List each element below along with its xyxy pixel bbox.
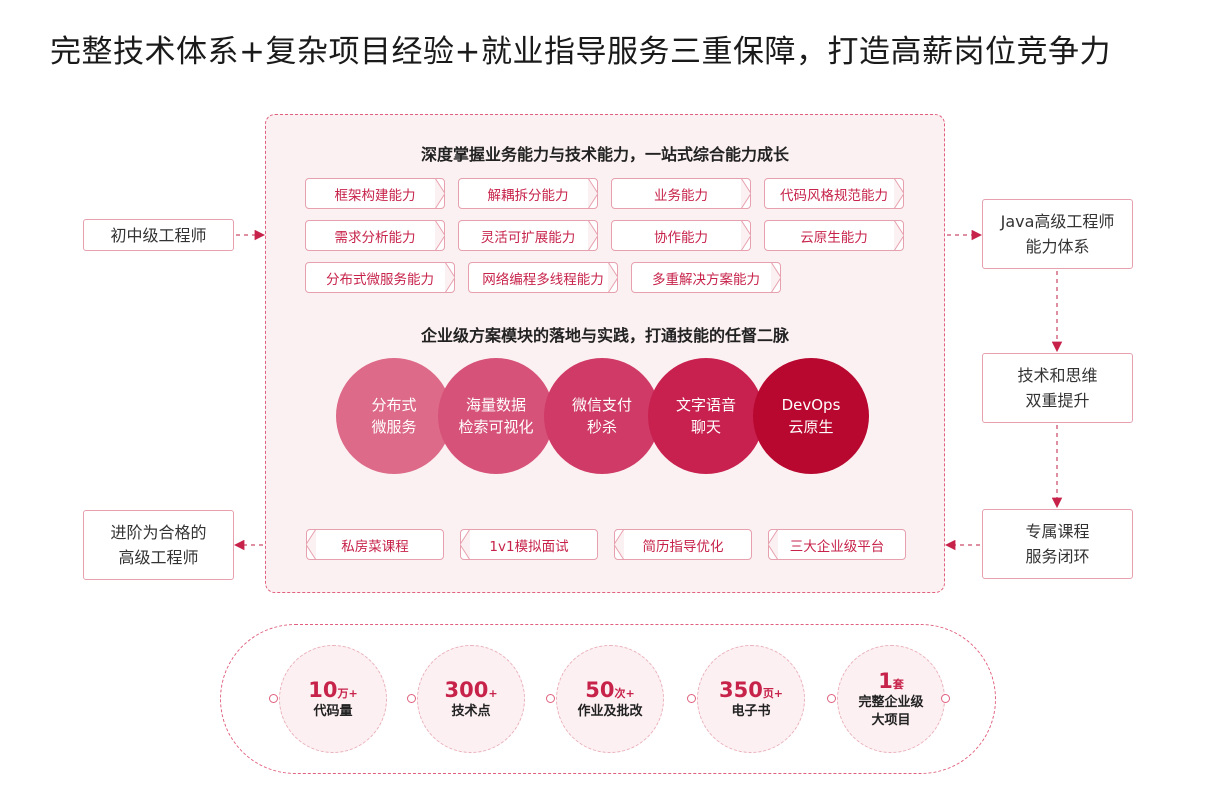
- tag-notch-icon: [741, 178, 751, 209]
- skill-tag: 灵活可扩展能力: [458, 220, 598, 251]
- tag-notch-icon: [435, 220, 445, 251]
- capability-system-box: Java高级工程师能力体系: [982, 199, 1133, 269]
- page-headline: 完整技术体系+复杂项目经验+就业指导服务三重保障，打造高薪岗位竞争力: [50, 34, 1111, 70]
- section-title-capabilities: 深度掌握业务能力与技术能力，一站式综合能力成长: [420, 145, 789, 164]
- stat-circle: 300+ 技术点: [417, 645, 525, 753]
- skill-tag: 需求分析能力: [305, 220, 445, 251]
- stat-circle: 10万+ 代码量: [279, 645, 387, 753]
- stat-circle: 50次+ 作业及批改: [556, 645, 664, 753]
- connector-dot: [687, 694, 696, 703]
- connector-dot: [941, 694, 950, 703]
- tag-notch-icon: [771, 262, 781, 293]
- start-level-box: 初中级工程师: [83, 219, 234, 251]
- connector-dot: [407, 694, 416, 703]
- connector-dot: [827, 694, 836, 703]
- skill-tag: 代码风格规范能力: [764, 178, 904, 209]
- connector-dot: [269, 694, 278, 703]
- tag-notch-icon: [741, 220, 751, 251]
- target-level-box: 进阶为合格的高级工程师: [83, 510, 234, 580]
- skill-tag: 多重解决方案能力: [631, 262, 781, 293]
- tag-notch-icon: [435, 178, 445, 209]
- service-tag: 简历指导优化: [614, 529, 752, 560]
- stat-circle: 350页+ 电子书: [697, 645, 805, 753]
- skill-tag: 解耦拆分能力: [458, 178, 598, 209]
- tag-notch-icon: [588, 220, 598, 251]
- service-tag: 私房菜课程: [306, 529, 444, 560]
- module-circle: 微信支付秒杀: [544, 358, 660, 474]
- service-tag: 1v1模拟面试: [460, 529, 598, 560]
- connector-dot: [546, 694, 555, 703]
- module-circle: 海量数据检索可视化: [438, 358, 554, 474]
- stat-circle: 1套 完整企业级 大项目: [837, 645, 945, 753]
- skill-tag: 网络编程多线程能力: [468, 262, 618, 293]
- skill-tag: 云原生能力: [764, 220, 904, 251]
- section-title-modules: 企业级方案模块的落地与实践，打通技能的任督二脉: [420, 326, 789, 345]
- service-tag: 三大企业级平台: [768, 529, 906, 560]
- skill-tag: 框架构建能力: [305, 178, 445, 209]
- tag-notch-icon: [588, 178, 598, 209]
- module-circle: 文字语音聊天: [648, 358, 764, 474]
- tag-notch-icon: [608, 262, 618, 293]
- tag-notch-icon: [445, 262, 455, 293]
- skill-tag: 分布式微服务能力: [305, 262, 455, 293]
- tag-notch-icon: [460, 529, 470, 560]
- tag-notch-icon: [614, 529, 624, 560]
- dual-improvement-box: 技术和思维双重提升: [982, 353, 1133, 423]
- service-loop-box: 专属课程服务闭环: [982, 509, 1133, 579]
- tag-notch-icon: [768, 529, 778, 560]
- tag-notch-icon: [894, 220, 904, 251]
- tag-notch-icon: [894, 178, 904, 209]
- module-circle: 分布式微服务: [336, 358, 452, 474]
- stats-capsule: [220, 624, 996, 774]
- skill-tag: 业务能力: [611, 178, 751, 209]
- tag-notch-icon: [306, 529, 316, 560]
- skill-tag: 协作能力: [611, 220, 751, 251]
